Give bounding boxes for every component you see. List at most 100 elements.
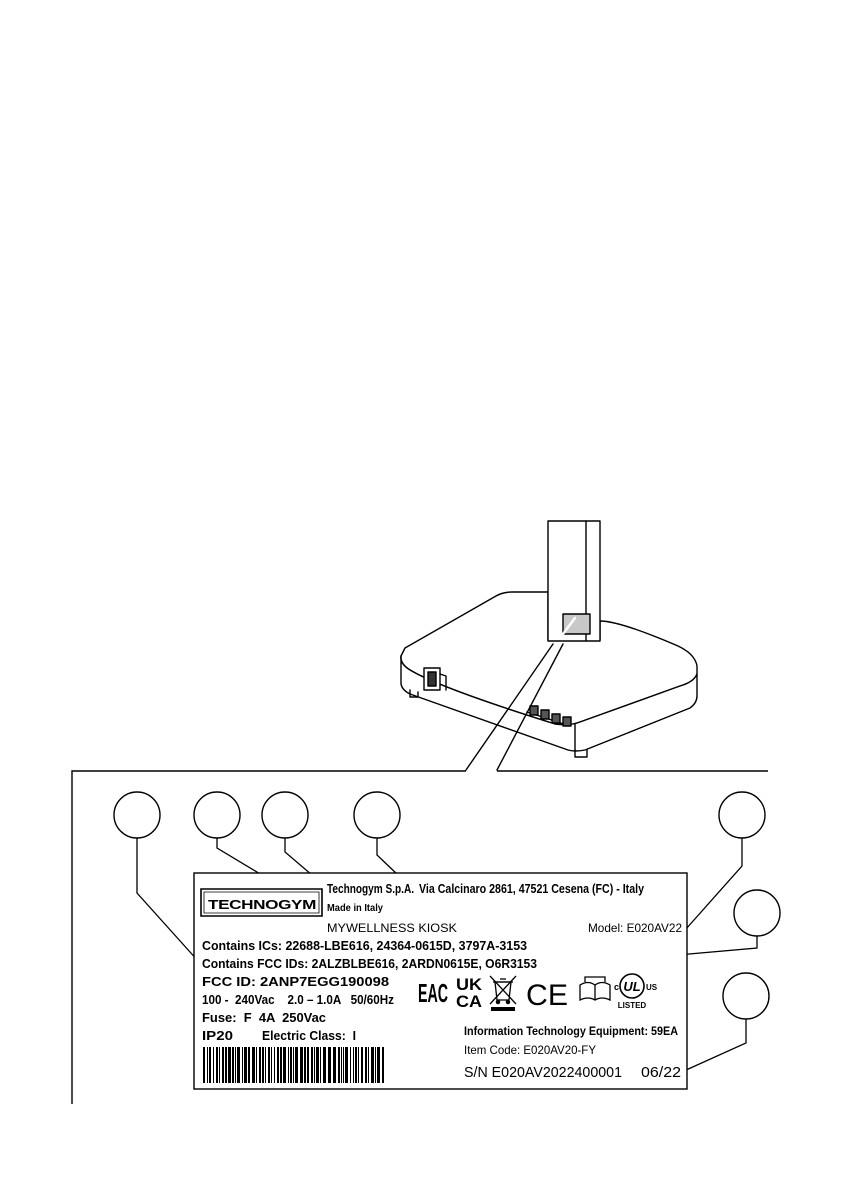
brand-logo-text: TECHNOGYM	[208, 897, 316, 912]
barcode-bar	[268, 1047, 270, 1083]
company-address: Via Calcinaro 2861, 47521 Cesena (FC) - …	[419, 881, 645, 896]
barcode-bar	[333, 1047, 336, 1083]
company-name: Technogym S.p.A.	[327, 881, 414, 896]
barcode-bar	[225, 1047, 227, 1083]
barcode-bar	[232, 1047, 234, 1083]
barcode-bar	[235, 1047, 236, 1083]
callout-circle-1	[113, 791, 161, 839]
barcode-bar	[209, 1047, 211, 1083]
zoom-callout-line	[496, 643, 564, 771]
barcode-bar	[371, 1047, 374, 1083]
ul-mark-c: c	[614, 982, 619, 992]
barcode-bar	[222, 1047, 224, 1083]
fcc-id-line: FCC ID: 2ANP7EGG190098	[202, 974, 389, 989]
barcode-bar	[219, 1047, 220, 1083]
barcode-bar	[293, 1047, 294, 1083]
barcode-bar	[300, 1047, 303, 1083]
barcode-bar	[256, 1047, 257, 1083]
barcode-bar	[280, 1047, 282, 1083]
fcc-ids-line: Contains FCC IDs: 2ALZBLBE616, 2ARDN0615…	[202, 956, 537, 971]
barcode-bar	[355, 1047, 357, 1083]
barcode-bar	[242, 1047, 243, 1083]
barcode-bar	[203, 1047, 205, 1083]
barcode-bar	[361, 1047, 363, 1083]
barcode-bar	[271, 1047, 272, 1083]
barcode-bar	[316, 1047, 319, 1083]
kiosk-foot	[574, 749, 588, 758]
production-date: 06/22	[641, 1064, 681, 1081]
model-number: Model: E020AV22	[588, 921, 682, 935]
callout-circle-6	[733, 889, 781, 937]
zoom-callout-line	[465, 643, 554, 771]
barcode-bar	[328, 1047, 331, 1083]
kiosk-illustration	[400, 520, 698, 771]
barcode-bar	[207, 1047, 208, 1083]
barcode-bar	[338, 1047, 340, 1083]
barcode-bar	[341, 1047, 342, 1083]
barcode-bar	[350, 1047, 351, 1083]
barcode-bar	[283, 1047, 286, 1083]
barcode-bar	[382, 1047, 384, 1083]
ul-mark-listed: LISTED	[618, 1001, 647, 1010]
eac-mark: EAC	[418, 978, 448, 1008]
barcode-bar	[252, 1047, 255, 1083]
ip-rating: IP20	[202, 1028, 233, 1043]
barcode-bar	[244, 1047, 247, 1083]
barcode-bar	[345, 1047, 348, 1083]
label-location-marker	[562, 613, 591, 635]
barcode-bar	[365, 1047, 367, 1083]
barcode-bar	[259, 1047, 261, 1083]
barcode-bar	[213, 1047, 214, 1083]
callout-circle-3	[261, 791, 309, 839]
zoom-frame	[71, 770, 768, 1104]
barcode-bar	[358, 1047, 359, 1083]
item-code: Item Code: E020AV20-FY	[464, 1043, 596, 1057]
barcode	[203, 1047, 384, 1083]
product-name: MYWELLNESS KIOSK	[327, 921, 457, 935]
serial-number: S/N E020AV2022400001	[464, 1064, 622, 1081]
barcode-bar	[288, 1047, 289, 1083]
barcode-bar	[277, 1047, 279, 1083]
weee-bin-icon	[489, 975, 517, 1011]
barcode-bar	[237, 1047, 240, 1083]
ukca-mark-top: UK	[456, 975, 483, 994]
barcode-bar	[262, 1047, 264, 1083]
fuse-line: Fuse: F 4A 250Vac	[202, 1010, 326, 1025]
callout-circle-7	[722, 972, 770, 1020]
brand-logo: TECHNOGYM	[200, 888, 323, 917]
barcode-bar	[307, 1047, 309, 1083]
barcode-bar	[323, 1047, 326, 1083]
ul-mark-us: US	[646, 983, 658, 992]
barcode-bar	[290, 1047, 292, 1083]
barcode-bar	[311, 1047, 313, 1083]
barcode-bar	[343, 1047, 344, 1083]
callout-circle-4	[353, 791, 401, 839]
barcode-bar	[353, 1047, 354, 1083]
barcode-bar	[295, 1047, 298, 1083]
barcode-bar	[375, 1047, 376, 1083]
barcode-bar	[304, 1047, 306, 1083]
ukca-mark-bottom: CA	[456, 992, 482, 1011]
manual-book-icon	[579, 976, 611, 1002]
callout-circles	[113, 791, 781, 1020]
made-in: Made in Italy	[327, 903, 383, 914]
ce-mark: CE	[526, 979, 568, 1012]
callout-circle-5	[718, 791, 766, 839]
ite-line: Information Technology Equipment: 59EA	[464, 1024, 678, 1038]
callout-circle-2	[193, 791, 241, 839]
barcode-bar	[216, 1047, 218, 1083]
barcode-bar	[274, 1047, 275, 1083]
barcode-bar	[314, 1047, 315, 1083]
barcode-bar	[368, 1047, 369, 1083]
barcode-bar	[265, 1047, 266, 1083]
kiosk-foot	[409, 689, 419, 698]
barcode-bar	[320, 1047, 321, 1083]
barcode-bar	[228, 1047, 231, 1083]
voltage-line: 100 - 240Vac 2.0 – 1.0A 50/60Hz	[202, 992, 394, 1007]
barcode-bar	[377, 1047, 380, 1083]
ul-listed-mark: c UL US LISTED	[614, 973, 658, 1010]
electric-class: Electric Class: I	[262, 1028, 356, 1043]
ul-mark-text: UL	[623, 979, 640, 994]
barcode-bar	[248, 1047, 250, 1083]
